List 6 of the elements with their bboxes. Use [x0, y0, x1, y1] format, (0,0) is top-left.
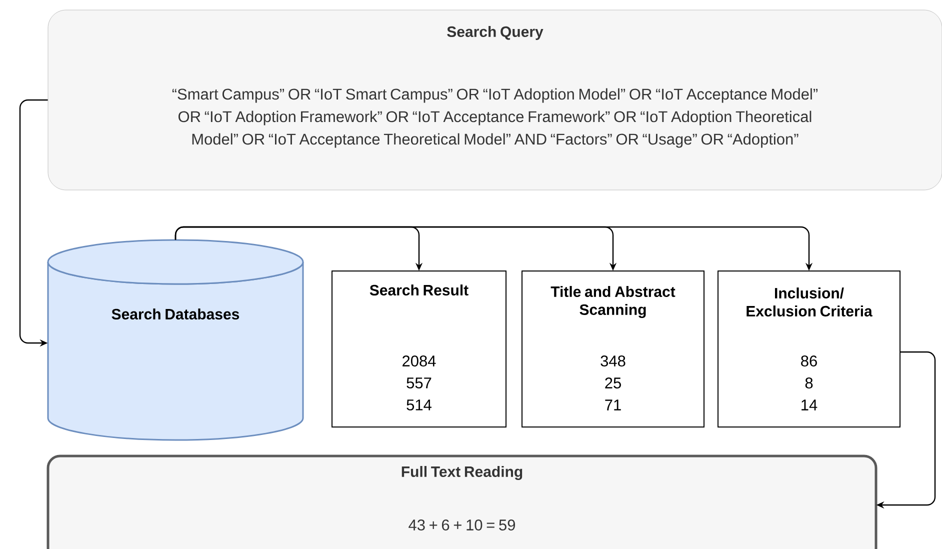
- result-box: Full Text Reading 43 + 6 + 10 = 59: [46, 454, 878, 549]
- stage-box: Search Result 2084 557 514: [332, 270, 506, 428]
- stage-box: Inclusion/ Exclusion Criteria 86 8 14: [718, 270, 900, 428]
- stage-box: Title and Abstract Scanning 348 25 71: [522, 270, 704, 428]
- query-box: Search Query “Smart Campus” OR “IoT Smart Campus” OR “IoT Adoption Model” OR “IoT Acceptance Model” OR “IoT Adoption Framework” OR “IoT Acceptance Framework” OR “IoT Adoption Theoretical Model” OR “IoT Acceptance Theoretical Model” AND “Factors” OR “Usage” OR “Adoption”: [48, 10, 942, 190]
- database-cylinder: Search Databases: [47, 239, 304, 441]
